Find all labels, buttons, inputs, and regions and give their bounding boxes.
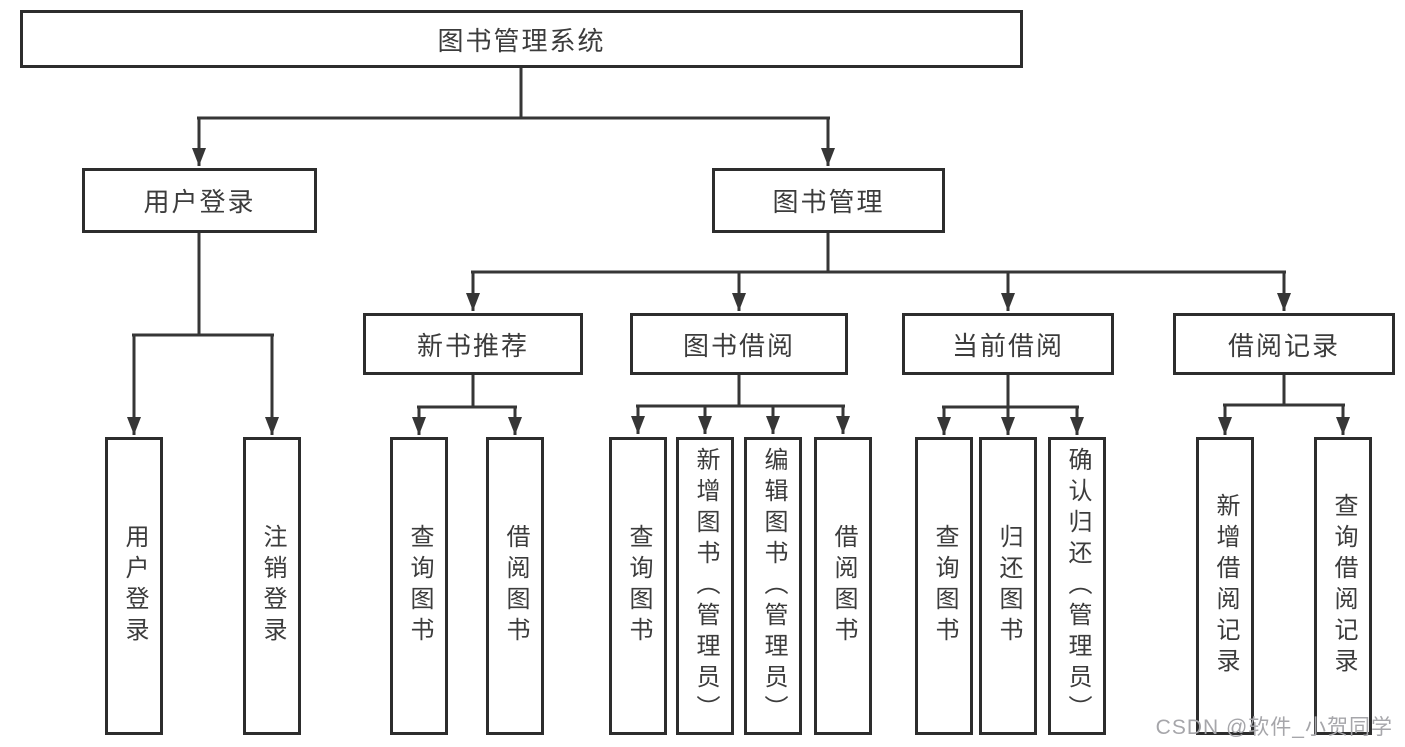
node-borrowing-records: 借阅记录 <box>1173 313 1395 375</box>
leaf-records-add-record: 新增借阅记录 <box>1196 437 1254 735</box>
node-book-borrowing: 图书借阅 <box>630 313 848 375</box>
leaf-records-query-record: 查询借阅记录 <box>1314 437 1372 735</box>
leaf-user-login: 用户登录 <box>105 437 163 735</box>
leaf-borrowing-add-books-admin: 新增图书（管理员） <box>676 437 734 735</box>
leaf-borrowing-borrow-books: 借阅图书 <box>814 437 872 735</box>
node-book-management: 图书管理 <box>712 168 945 233</box>
leaf-newbook-query-books: 查询图书 <box>390 437 448 735</box>
leaf-current-query-books: 查询图书 <box>915 437 973 735</box>
node-current-borrowing: 当前借阅 <box>902 313 1114 375</box>
leaf-current-confirm-return-admin: 确认归还（管理员） <box>1048 437 1106 735</box>
leaf-borrowing-edit-books-admin: 编辑图书（管理员） <box>744 437 802 735</box>
leaf-newbook-borrow-books: 借阅图书 <box>486 437 544 735</box>
node-new-book-recommend: 新书推荐 <box>363 313 583 375</box>
leaf-current-return-books: 归还图书 <box>979 437 1037 735</box>
leaf-logout-login: 注销登录 <box>243 437 301 735</box>
node-root: 图书管理系统 <box>20 10 1023 68</box>
leaf-borrowing-query-books: 查询图书 <box>609 437 667 735</box>
node-user-login: 用户登录 <box>82 168 317 233</box>
watermark: CSDN @软件_小贺同学 <box>1155 716 1393 739</box>
